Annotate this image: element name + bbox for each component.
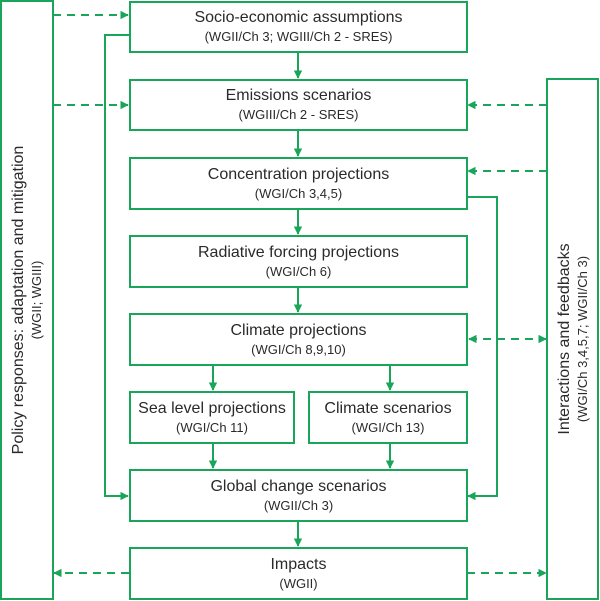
global-change-scenarios-box: Global change scenarios (WGII/Ch 3) bbox=[129, 469, 468, 522]
policy-title: Policy responses: adaptation and mitigat… bbox=[10, 145, 27, 455]
interactions-feedbacks-box: Interactions and feedbacks (WGI/Ch 3,4,5… bbox=[546, 78, 599, 600]
interactions-title: Interactions and feedbacks bbox=[555, 243, 573, 435]
socio-sub: (WGII/Ch 3; WGIII/Ch 2 - SRES) bbox=[204, 29, 393, 44]
climate-proj-sub: (WGI/Ch 8,9,10) bbox=[251, 341, 346, 357]
socio-economic-box: Socio-economic assumptions (WGII/Ch 3; W… bbox=[129, 1, 468, 53]
impacts-box: Impacts (WGII) bbox=[129, 547, 468, 600]
climate-scenarios-box: Climate scenarios (WGI/Ch 13) bbox=[308, 391, 468, 444]
concentration-title: Concentration projections bbox=[207, 165, 390, 183]
radiative-forcing-box: Radiative forcing projections (WGI/Ch 6) bbox=[129, 235, 468, 288]
emissions-title: Emissions scenarios bbox=[225, 87, 372, 104]
radiative-title: Radiative forcing projections bbox=[198, 243, 399, 261]
climate-scen-title: Climate scenarios bbox=[324, 399, 452, 417]
emissions-sub: (WGIII/Ch 2 - SRES) bbox=[238, 107, 359, 122]
emissions-scenarios-box: Emissions scenarios (WGIII/Ch 2 - SRES) bbox=[129, 79, 468, 131]
climate-projections-box: Climate projections (WGI/Ch 8,9,10) bbox=[129, 313, 468, 366]
socio-title: Socio-economic assumptions bbox=[194, 9, 403, 26]
impacts-sub: (WGII) bbox=[279, 575, 318, 591]
global-change-title: Global change scenarios bbox=[210, 477, 387, 495]
concentration-projections-box: Concentration projections (WGI/Ch 3,4,5) bbox=[129, 157, 468, 210]
arrow-socio-bypass-to-global bbox=[104, 34, 129, 501]
concentration-sub: (WGI/Ch 3,4,5) bbox=[254, 185, 343, 201]
interactions-sub: (WGI/Ch 3,4,5,7; WGII/Ch 3) bbox=[574, 255, 590, 423]
policy-responses-box: Policy responses: adaptation and mitigat… bbox=[0, 0, 54, 600]
radiative-sub: (WGI/Ch 6) bbox=[265, 263, 332, 279]
climate-proj-title: Climate projections bbox=[230, 321, 367, 339]
arrow-concentration-bypass-to-global bbox=[467, 196, 498, 501]
global-change-sub: (WGII/Ch 3) bbox=[263, 497, 334, 513]
impacts-title: Impacts bbox=[270, 555, 327, 573]
policy-sub: (WGII; WGIII) bbox=[29, 260, 44, 340]
climate-scen-sub: (WGI/Ch 13) bbox=[351, 419, 425, 435]
sea-level-sub: (WGI/Ch 11) bbox=[176, 419, 248, 435]
sea-level-title: Sea level projections bbox=[138, 399, 286, 417]
sea-level-projections-box: Sea level projections (WGI/Ch 11) bbox=[129, 391, 295, 444]
